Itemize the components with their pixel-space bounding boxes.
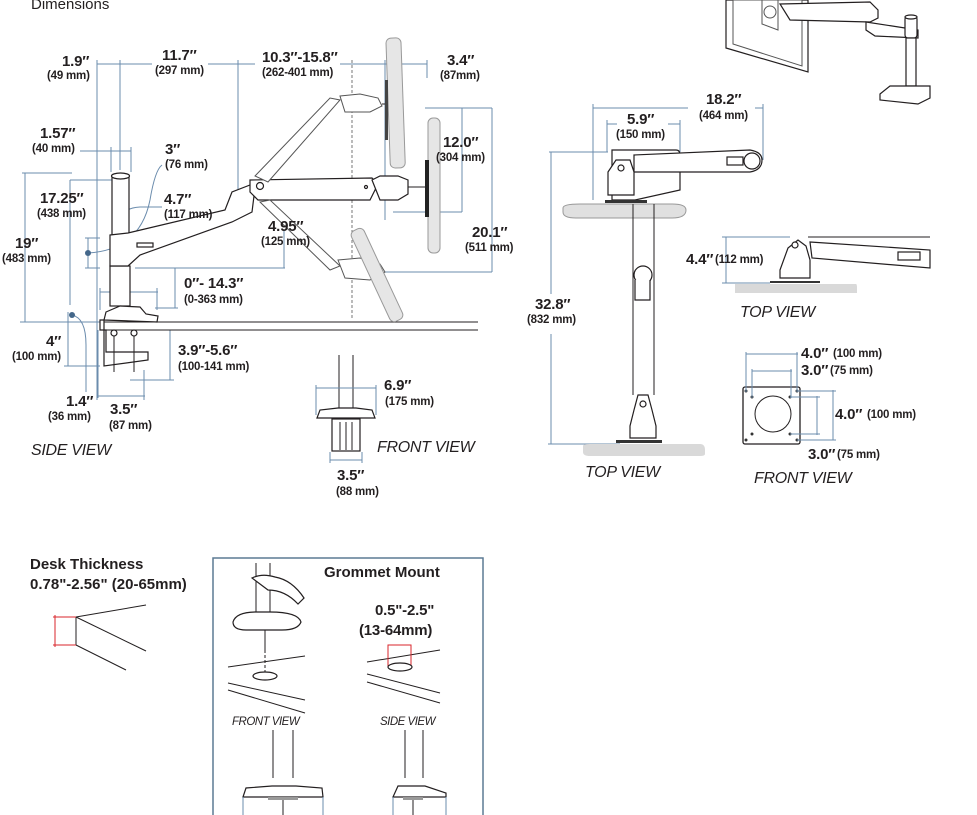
dim-vesa-4-0-side-mm: (100 mm) xyxy=(867,409,916,421)
dim-20-1-in: 20.1″ xyxy=(472,224,508,241)
dim-1-57-mm: (40 mm) xyxy=(32,143,75,155)
dim-3-in: 3″ xyxy=(165,141,181,158)
dim-19-in: 19″ xyxy=(15,235,39,252)
dim-10-3-15-8-mm: (262-401 mm) xyxy=(262,67,334,79)
dim-12-0-mm: (304 mm) xyxy=(436,152,485,164)
dim-17-25-in: 17.25″ xyxy=(40,190,84,207)
top-view-main-caption: TOP VIEW xyxy=(585,464,660,481)
dim-1-57-in: 1.57″ xyxy=(40,125,76,142)
dim-12-0-in: 12.0″ xyxy=(443,134,479,151)
dim-3-5-in: 3.5″ xyxy=(110,401,138,418)
dim-4-7-mm: (117 mm) xyxy=(164,209,213,221)
dim-6-9-mm: (175 mm) xyxy=(385,396,434,408)
dim-18-2-mm: (464 mm) xyxy=(699,110,748,122)
front-view-caption: FRONT VIEW xyxy=(377,439,475,456)
desk-thickness-title: Desk Thickness xyxy=(30,556,144,573)
dim-vesa-4-0-top-in: 4.0″ xyxy=(801,345,829,362)
dim-3-9-5-6-mm: (100-141 mm) xyxy=(178,361,250,373)
dim-3-5-front-mm: (88 mm) xyxy=(336,486,379,498)
dim-32-8-in: 32.8″ xyxy=(535,296,571,313)
dim-1-4-mm: (36 mm) xyxy=(48,411,91,423)
side-view-caption: SIDE VIEW xyxy=(31,442,111,459)
dim-32-8-mm: (832 mm) xyxy=(527,314,576,326)
dim-3-9-5-6-in: 3.9″-5.6″ xyxy=(178,342,238,359)
dim-4-95-mm: (125 mm) xyxy=(261,236,310,248)
dim-vesa-3-0-top-mm: (75 mm) xyxy=(830,365,873,377)
dim-vesa-3-0-top-in: 3.0″ xyxy=(801,362,829,379)
grommet-front-view-caption: FRONT VIEW xyxy=(232,716,300,728)
vesa-plate-drawing xyxy=(742,352,836,445)
dim-11-7-in: 11.7″ xyxy=(162,47,197,64)
dim-vesa-3-0-bottom-in: 3.0″ xyxy=(808,446,836,463)
grommet-side-view-caption: SIDE VIEW xyxy=(380,716,435,728)
dim-3-5-front-in: 3.5″ xyxy=(337,467,365,484)
perspective-arm-drawing xyxy=(725,0,931,105)
side-view-dimension-lines xyxy=(20,60,493,400)
dim-11-7-mm: (297 mm) xyxy=(155,65,204,77)
top-view-main-drawing xyxy=(548,104,764,456)
dim-4-95-in: 4.95″ xyxy=(268,218,304,235)
dim-vesa-4-0-top-mm: (100 mm) xyxy=(833,348,882,360)
dim-vesa-3-0-bottom-mm: (75 mm) xyxy=(837,449,880,461)
side-view-arm-drawing xyxy=(99,37,478,372)
dim-3-4-mm: (87mm) xyxy=(440,70,480,82)
dim-4-4-mm: (112 mm) xyxy=(715,254,764,266)
grommet-mount-drawing xyxy=(212,557,484,815)
desk-thickness-range: 0.78"-2.56" (20-65mm) xyxy=(30,576,187,593)
dim-0-14-3-in: 0″- 14.3″ xyxy=(184,275,244,292)
front-view-clamp-drawing xyxy=(315,355,377,463)
dim-4-4-in: 4.4″ xyxy=(686,251,714,268)
dim-20-1-mm: (511 mm) xyxy=(465,242,514,254)
grommet-mount-title: Grommet Mount xyxy=(324,564,440,581)
dim-18-2-in: 18.2″ xyxy=(706,91,742,108)
page-title: Dimensions xyxy=(31,0,110,13)
dim-1-9-in: 1.9″ xyxy=(62,53,90,70)
top-view-small-drawing xyxy=(722,236,931,293)
dim-vesa-4-0-side-in: 4.0″ xyxy=(835,406,863,423)
dim-3-4-in: 3.4″ xyxy=(447,52,475,69)
dim-4-mm: (100 mm) xyxy=(12,351,61,363)
top-view-small-caption: TOP VIEW xyxy=(740,304,815,321)
dim-3-5-mm: (87 mm) xyxy=(109,420,152,432)
dim-6-9-in: 6.9″ xyxy=(384,377,412,394)
dim-5-9-in: 5.9″ xyxy=(627,111,655,128)
grommet-range-mm: (13-64mm) xyxy=(359,622,433,639)
desk-thickness-drawing xyxy=(53,604,147,671)
dim-4-in: 4″ xyxy=(46,333,62,350)
dim-0-14-3-mm: (0-363 mm) xyxy=(184,294,243,306)
dim-1-4-in: 1.4″ xyxy=(66,393,94,410)
dim-19-mm: (483 mm) xyxy=(2,253,51,265)
dim-10-3-15-8-in: 10.3″-15.8″ xyxy=(262,49,338,66)
grommet-range-in: 0.5"-2.5" xyxy=(375,602,435,619)
dim-1-9-mm: (49 mm) xyxy=(47,70,90,82)
vesa-front-view-caption: FRONT VIEW xyxy=(754,470,852,487)
dim-3-mm: (76 mm) xyxy=(165,159,208,171)
dim-17-25-mm: (438 mm) xyxy=(37,208,86,220)
dim-4-7-in: 4.7″ xyxy=(164,191,192,208)
dim-5-9-mm: (150 mm) xyxy=(616,129,665,141)
